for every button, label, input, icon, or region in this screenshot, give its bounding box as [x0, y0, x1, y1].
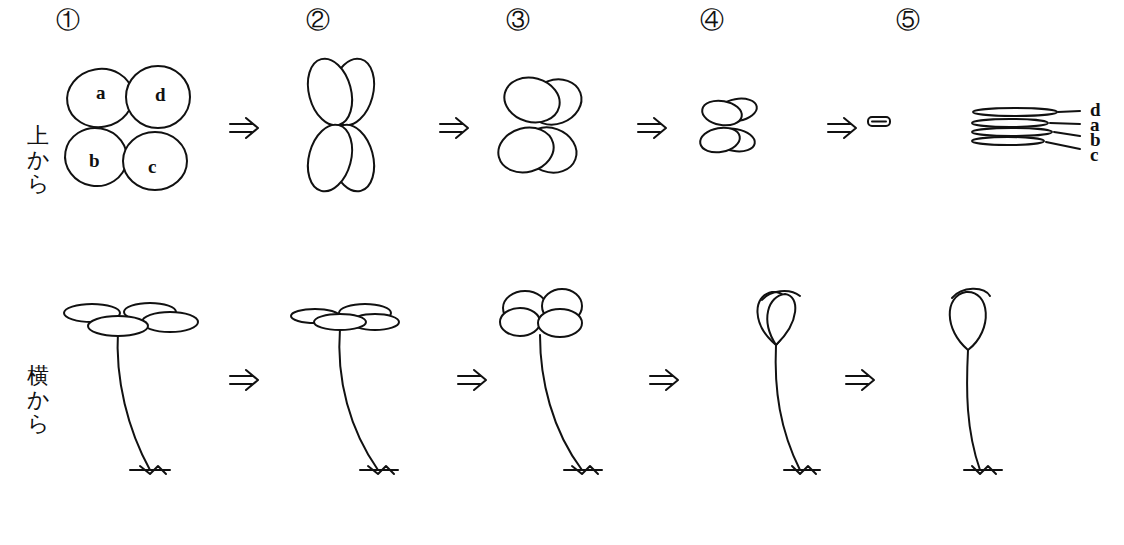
petal-letter: b: [89, 151, 100, 170]
step-number: ⑤: [896, 8, 920, 32]
step-number: ③: [506, 8, 530, 32]
view-label: 横から: [27, 364, 49, 437]
petal-letter: c: [1090, 145, 1098, 164]
step-number: ②: [306, 8, 330, 32]
view-label: 上から: [27, 124, 49, 197]
step-number: ①: [56, 8, 80, 32]
step-number: ④: [700, 8, 724, 32]
petal-letter: a: [96, 83, 106, 102]
petal-letter: d: [155, 85, 166, 104]
petal-letter: c: [148, 157, 156, 176]
